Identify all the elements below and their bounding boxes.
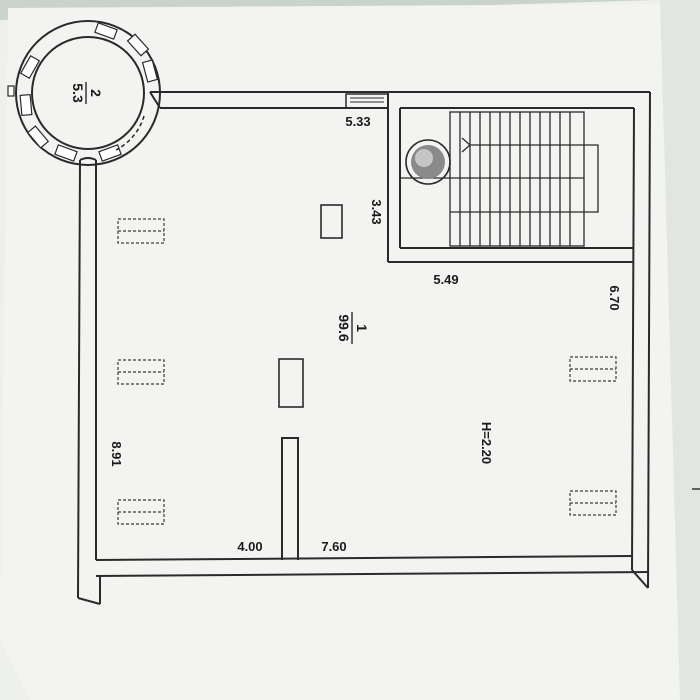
main-room-label: 1 99.6 [336, 312, 370, 344]
stair-enclosure [345, 92, 634, 263]
dimension-bottom-right: 7.60 [321, 539, 346, 554]
round-column [405, 139, 451, 185]
tower-room-label: 2 5.3 [70, 82, 104, 104]
dimension-stair-width: 5.49 [433, 272, 458, 287]
main-room-number: 1 [354, 324, 370, 332]
tower-room-area: 5.3 [70, 83, 86, 103]
dimension-right-wall: 6.70 [607, 285, 622, 310]
tower [15, 20, 161, 166]
dimension-top-wall: 5.33 [345, 114, 370, 129]
stair-treads [400, 111, 599, 247]
tower-room-number: 2 [88, 89, 104, 97]
tower-windows [7, 22, 159, 162]
tower-doorway-arc [115, 115, 145, 151]
main-room-area: 99.6 [336, 314, 352, 341]
ceiling-height-label: H=2.20 [479, 422, 494, 464]
columns [278, 204, 343, 408]
dimension-bottom-left: 4.00 [237, 539, 262, 554]
radiators [117, 218, 617, 525]
partition-wall [281, 437, 299, 560]
dimension-left-wall: 8.91 [109, 441, 124, 466]
outer-walls [77, 91, 651, 605]
dimension-stair-height: 3.43 [369, 199, 384, 224]
